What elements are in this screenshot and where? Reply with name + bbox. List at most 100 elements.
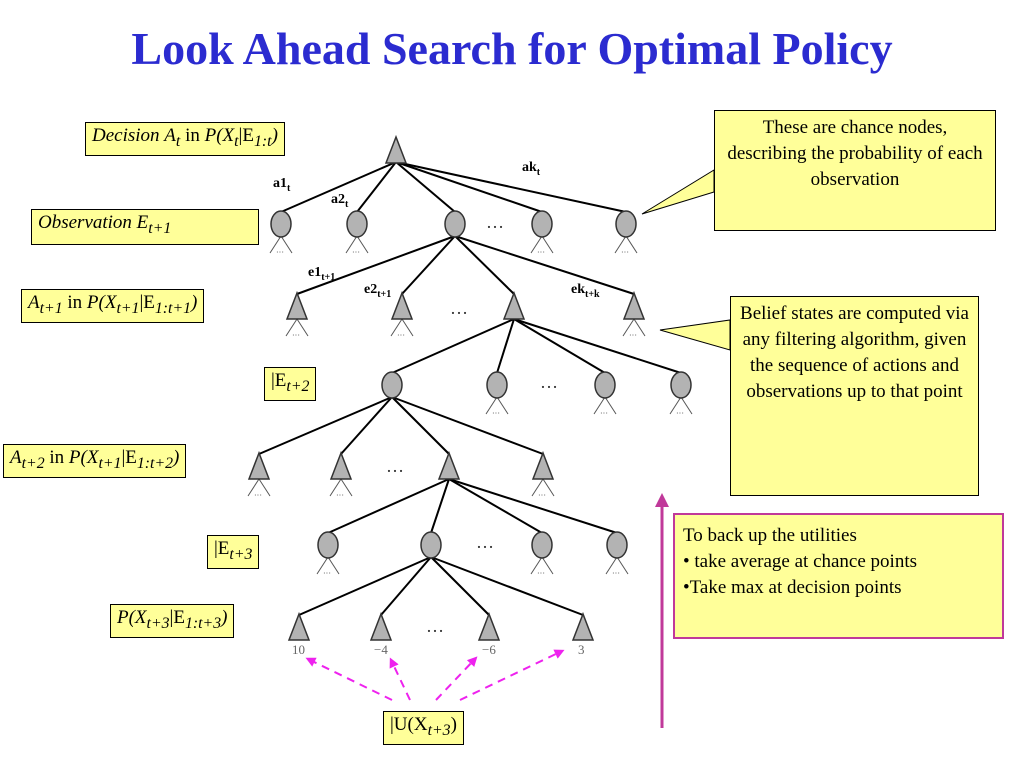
leaf-value-2: −4 [374,642,388,657]
note-line-3: •Take max at decision points [683,577,902,598]
stub-left-r2-3 [622,318,635,337]
stub-right-r2-3 [633,318,646,337]
stub-dots-r3-1: ··· [492,409,500,418]
stub-right-r1-4 [625,235,638,254]
stub-dots-r2-3: ··· [629,331,637,340]
stub-right-r5-2 [541,556,554,575]
edge-r3-0 [391,318,515,374]
ellipsis-row4: … [386,456,404,476]
edge-label-ek: ekt+k [571,282,600,300]
tree-edges [258,161,682,616]
stub-dots-r4-1: ··· [336,491,344,500]
edge-root-3 [395,161,543,213]
leaf-node-r6-3 [571,611,595,641]
chance-node-r5-2 [531,531,553,559]
label-decision-t1: At+1 in P(Xt+1|E1:t+1) [21,289,205,323]
stub-left-r5-0 [316,556,329,575]
chance-node-r3-0 [381,371,403,399]
decision-node-r2-1 [390,290,414,320]
label-leaf-t3: P(Xt+3|E1:t+3) [110,604,235,638]
stub-left-r1-3 [530,235,543,254]
edge-root-0 [280,161,397,213]
edge-r3-1 [496,318,515,374]
stub-dots-r5-0: ··· [323,569,331,578]
stub-left-r3-2 [593,396,606,415]
utility-arrow-4 [459,649,565,701]
label-obs-t2: |Et+2 [264,367,317,401]
decision-node-r2-2 [502,290,526,320]
stub-right-r1-0 [280,235,293,254]
stub-dots-r1-0: ··· [276,248,284,257]
edge-root-4 [395,161,627,213]
leaf-node-r6-0 [287,611,311,641]
leaf-stubs [247,235,693,575]
tree-nodes [247,134,692,641]
chance-node-r3-1 [486,371,508,399]
leaf-node-r6-1 [369,611,393,641]
chance-node-r1-0 [270,210,292,238]
stub-left-r3-3 [669,396,682,415]
ellipsis-row1: … [486,212,504,232]
edge-label-a2: a2t [331,192,349,210]
stub-left-r5-2 [530,556,543,575]
backup-utilities-note: To back up the utilities • take average … [673,513,1004,639]
edge-r3-3 [513,318,682,374]
utility-arrow-1 [305,657,393,701]
edge-r2-0 [296,235,456,295]
stub-right-r5-0 [327,556,340,575]
stub-dots-r3-3: ··· [676,409,684,418]
callout-chance-pointer [641,169,715,215]
edge-r4-3 [391,396,544,455]
edge-r2-1 [401,235,456,295]
callout-chance-nodes: These are chance nodes, describing the p… [714,110,996,231]
chance-node-r1-2 [444,210,466,238]
stub-left-r4-0 [247,478,260,497]
chance-node-r5-1 [420,531,442,559]
leaf-value-4: 3 [578,642,585,657]
edge-r6-0 [298,556,432,616]
ellipsis-row3: … [540,372,558,392]
stub-dots-r2-0: ··· [292,331,300,340]
edge-root-1 [356,161,397,213]
edge-r4-1 [340,396,393,455]
stub-right-r4-1 [340,478,353,497]
edge-r6-3 [430,556,584,616]
edge-r6-2 [430,556,490,616]
edge-r5-1 [430,478,450,534]
stub-right-r3-3 [680,396,693,415]
stub-dots: ········································… [254,248,684,578]
edge-label-a1: a1t [273,176,291,194]
decision-node-r2-0 [285,290,309,320]
stub-left-r4-3 [531,478,544,497]
chance-node-r5-3 [606,531,628,559]
decision-node-r4-2 [437,450,461,480]
stub-dots-r5-2: ··· [537,569,545,578]
stub-dots-r4-3: ··· [538,491,546,500]
stub-right-r5-3 [616,556,629,575]
edge-r4-2 [391,396,450,455]
stub-right-r3-1 [496,396,509,415]
ellipsis-row5: … [476,532,494,552]
edge-r6-1 [380,556,432,616]
utility-arrow-2 [389,657,411,701]
stub-left-r2-0 [285,318,298,337]
chance-node-r3-3 [670,371,692,399]
stub-dots-r3-2: ··· [600,409,608,418]
label-utility: |U(Xt+3) [383,711,464,745]
edge-r2-2 [454,235,515,295]
leaf-value-3: −6 [482,642,496,657]
label-decision-t2: At+2 in P(Xt+1|E1:t+2) [3,444,187,478]
stub-right-r4-0 [258,478,271,497]
edge-r5-2 [448,478,543,534]
page-title: Look Ahead Search for Optimal Policy [131,23,893,74]
stub-right-r4-3 [542,478,555,497]
note-line-1: To back up the utilities [683,525,857,546]
edge-r5-0 [327,478,450,534]
stub-left-r5-3 [605,556,618,575]
label-observation-t1: Observation Et+1 [31,209,259,245]
decision-node-r4-0 [247,450,271,480]
edge-r2-3 [454,235,635,295]
stub-left-r1-4 [614,235,627,254]
chance-node-r1-4 [615,210,637,238]
